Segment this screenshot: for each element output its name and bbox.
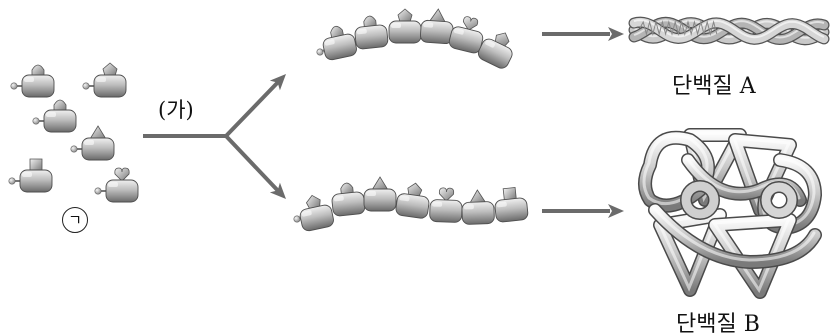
amino-acid [388,8,422,44]
amino-terminus-knob [293,215,301,223]
amino-acid [420,8,454,45]
side-group-triangle [371,176,389,191]
side-group-dome [340,182,354,196]
amino-acid [354,15,389,50]
amino-acid [82,62,127,98]
amino-acid [395,182,430,219]
protein-b-globular-structure [638,128,822,299]
amino-acid [10,64,55,98]
arrows [143,27,624,218]
amino-group-knob [8,177,16,185]
amino-acid [494,187,529,223]
amino-acid [448,16,484,54]
amino-acid [8,158,53,193]
protein-a-fibrous-structure [628,16,830,46]
amino-acid-body [494,197,529,223]
amino-acid [299,194,334,232]
amino-terminus-knob [316,48,324,56]
amino-acid [477,32,513,69]
side-group-dome [363,15,377,29]
amino-acid-body [354,24,389,50]
side-group-heart [462,16,479,31]
branch-arrow-down [224,134,284,197]
side-group-pentagon [102,62,118,77]
amino-group-knob [70,145,78,153]
amino-acid [322,25,357,61]
amino-acid-body [477,38,513,69]
amino-group-knob [82,82,90,90]
arrowhead-protein-a [608,27,624,41]
protein-b-label: 단백질 B [676,306,760,334]
amino-acid [461,189,495,225]
amino-acid [429,187,463,223]
side-group-heart [114,167,130,182]
free-monomers [8,62,139,203]
polypeptide-chain-upper [316,8,513,69]
amino-group-knob [94,187,102,195]
amino-group-knob [10,82,18,90]
side-group-triangle [469,189,487,204]
protein-a-word: 단백질 [672,74,733,99]
amino-group-knob [32,117,40,125]
monomer-label-text: ㄱ [68,210,82,229]
protein-b-word: 단백질 [676,312,737,334]
inner-helix-hint [639,20,718,36]
side-group-dome [31,64,45,77]
amino-acid-body [299,204,334,232]
amino-acid [331,182,366,217]
monomer-label: ㄱ [62,207,88,233]
protein-b-letter: B [743,312,760,334]
arrowhead-down [269,182,286,199]
amino-acid [94,167,139,203]
side-group-square [29,158,43,172]
step-label: (가) [158,98,194,122]
side-group-pentagon [397,8,413,23]
amino-acid [363,176,397,212]
polypeptide-chain-lower [293,176,529,232]
amino-acid [32,99,77,133]
amino-acid [70,125,115,161]
arrowhead-protein-b [608,204,624,218]
arrowhead-up [269,74,286,91]
side-group-triangle [89,125,107,140]
protein-a-label: 단백질 A [672,68,756,100]
side-group-dome [53,99,67,112]
amino-acid-body [331,191,366,217]
protein-a-letter: A [739,74,756,99]
side-group-heart [438,187,455,202]
amino-acid-body [322,33,357,61]
